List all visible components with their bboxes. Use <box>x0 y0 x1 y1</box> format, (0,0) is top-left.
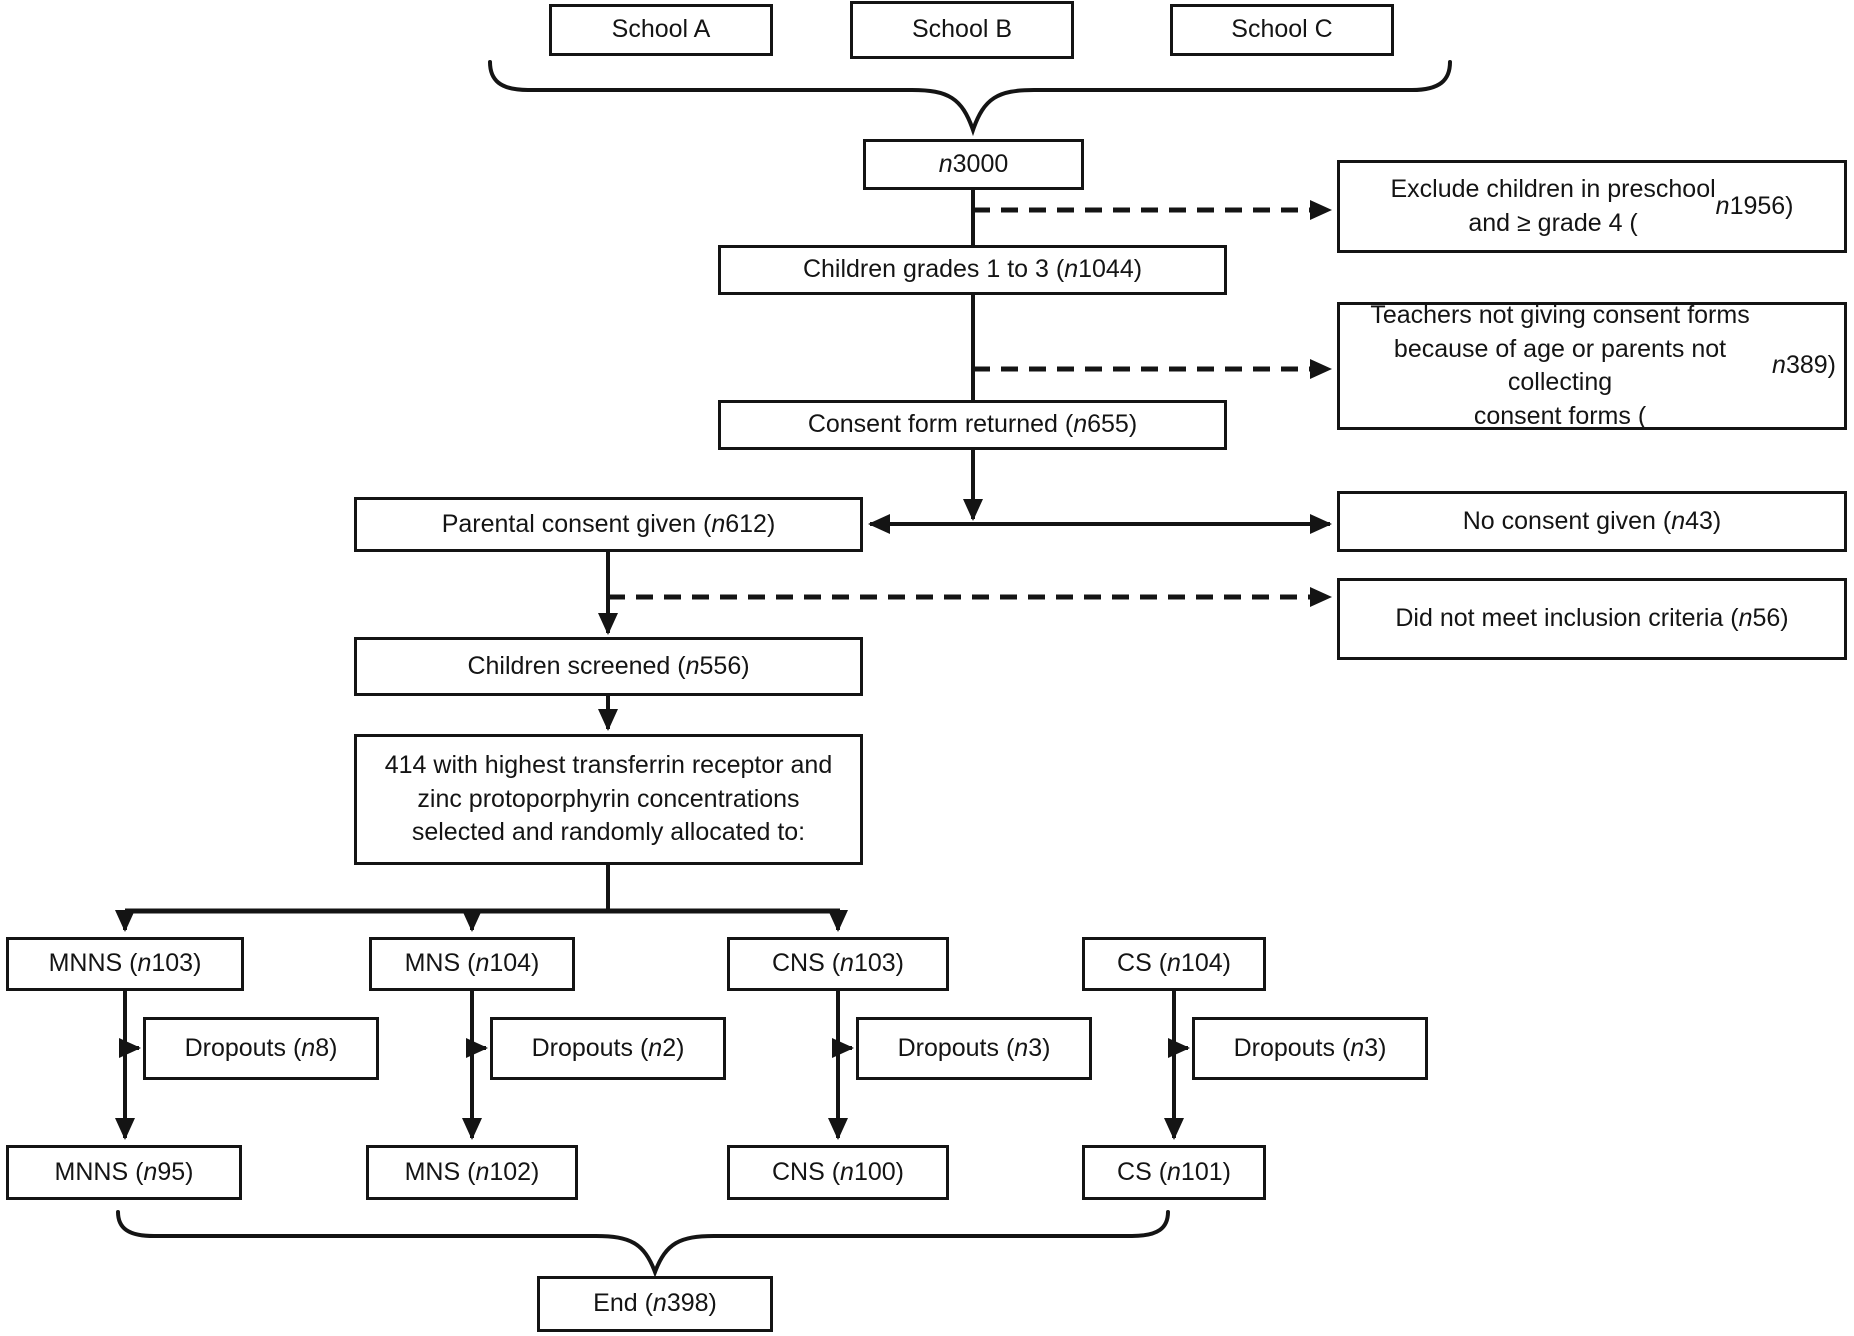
node-end: End (n 398) <box>537 1276 773 1332</box>
node-school-c: School C <box>1170 4 1394 56</box>
node-final-cns: CNS (n 100) <box>727 1145 949 1200</box>
node-final-mnns: MNNS (n 95) <box>6 1145 242 1200</box>
node-group-cs: CS (n 104) <box>1082 937 1266 991</box>
node-dropouts-cs: Dropouts (n 3) <box>1192 1017 1428 1080</box>
node-final-cs: CS (n 101) <box>1082 1145 1266 1200</box>
node-group-mns: MNS (n 104) <box>369 937 575 991</box>
node-total: n 3000 <box>863 139 1084 190</box>
node-no-consent: No consent given (n 43) <box>1337 491 1847 552</box>
node-consent-returned: Consent form returned (n 655) <box>718 400 1227 450</box>
node-final-mns: MNS (n 102) <box>366 1145 578 1200</box>
node-group-mnns: MNNS (n 103) <box>6 937 244 991</box>
brace-schools <box>488 60 1452 137</box>
node-allocation: 414 with highest transferrin receptor an… <box>354 734 863 865</box>
node-school-b: School B <box>850 1 1074 59</box>
node-teachers-no-forms: Teachers not giving consent forms becaus… <box>1337 301 1847 430</box>
node-not-inclusion: Did not meet inclusion criteria (n 56) <box>1337 578 1847 660</box>
node-dropouts-mnns: Dropouts (n 8) <box>143 1017 379 1080</box>
node-school-a: School A <box>549 4 773 56</box>
node-dropouts-mns: Dropouts (n 2) <box>490 1017 726 1080</box>
node-group-cns: CNS (n 103) <box>727 937 949 991</box>
brace-end <box>116 1210 1170 1278</box>
node-parental-consent: Parental consent given (n 612) <box>354 497 863 552</box>
node-dropouts-cns: Dropouts (n 3) <box>856 1017 1092 1080</box>
node-exclude-preschool: Exclude children in preschool and ≥ grad… <box>1337 160 1847 253</box>
node-grades-1-3: Children grades 1 to 3 (n 1044) <box>718 245 1227 295</box>
node-children-screened: Children screened (n 556) <box>354 637 863 696</box>
